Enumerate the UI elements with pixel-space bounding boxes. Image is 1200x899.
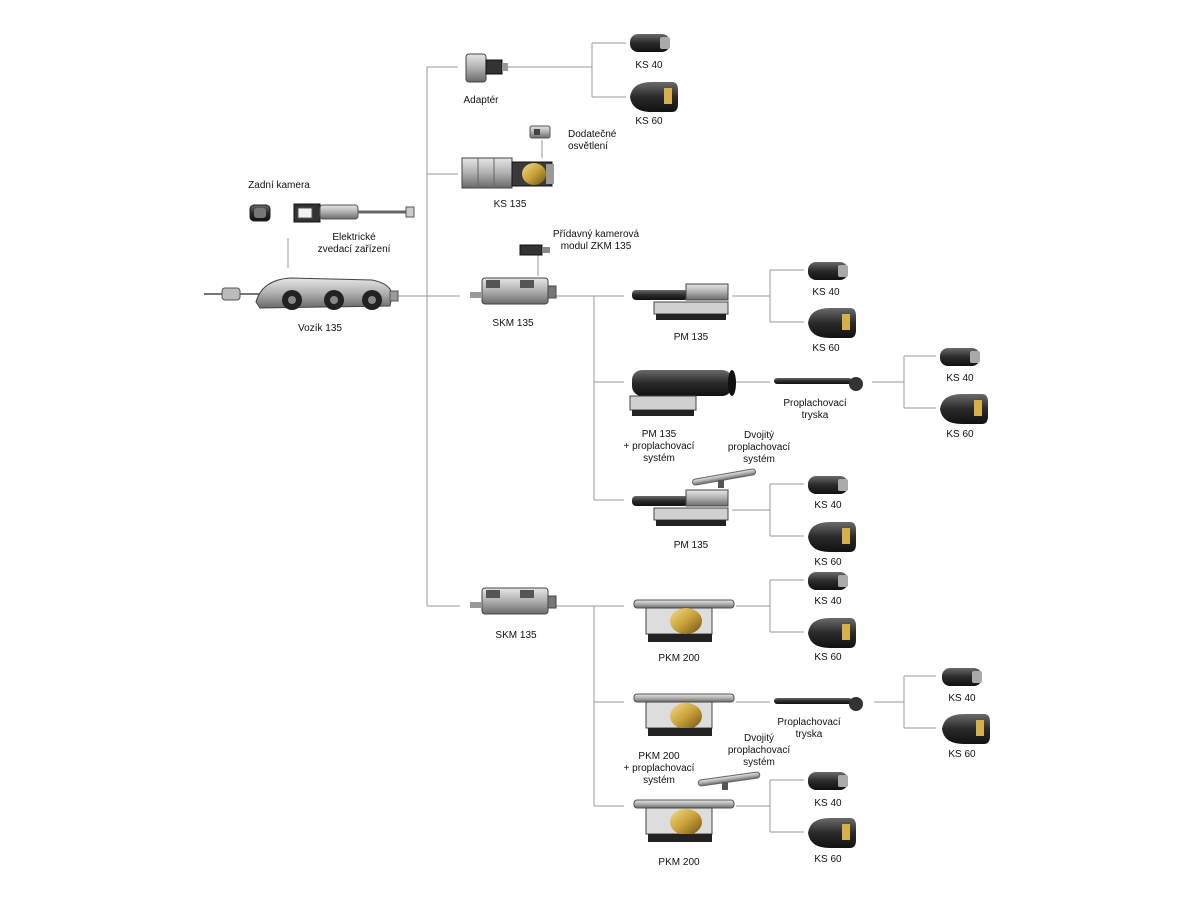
pm135-flushing-icon: [629, 370, 736, 416]
label-pkm3-ks40: KS 40: [814, 798, 842, 809]
pm135-icon-3: [632, 489, 729, 526]
label-pm2-ks60: KS 60: [946, 429, 974, 440]
label-pkm1-ks60: KS 60: [814, 652, 842, 663]
label-pkm200-3: PKM 200: [658, 857, 700, 868]
pkm200-icon-1: [633, 599, 735, 642]
ks60-camera-head-icons: [630, 82, 990, 848]
label-pm3-ks60: KS 60: [814, 557, 842, 568]
label-pkm200-1: PKM 200: [658, 653, 700, 664]
label-pkm3-ks60: KS 60: [814, 854, 842, 865]
ks60-icon-pm1: [808, 308, 856, 338]
adapter-icon: [465, 53, 508, 83]
ks60-icon-adapter: [630, 82, 678, 112]
ks60-icon-pm3: [808, 522, 856, 552]
label-ks135: KS 135: [493, 199, 527, 210]
ks40-camera-head-icons: [630, 34, 982, 790]
label-pm1-ks40: KS 40: [812, 287, 840, 298]
label-aux-camera: Přídavný kamerová modul ZKM 135: [552, 229, 640, 252]
ks40-icon-adapter: [630, 34, 670, 52]
label-pkm200-flushing: PKM 200 + proplachovací systém: [623, 751, 695, 786]
connector-lines: [287, 42, 936, 833]
rear-camera-icon: [249, 204, 271, 222]
label-vozik: Vozík 135: [298, 323, 342, 334]
label-pkm2-ks60: KS 60: [948, 749, 976, 760]
pm135-icon-1: [632, 283, 729, 320]
ks40-icon-pkm1: [808, 572, 848, 590]
lifting-device-icon: [293, 203, 415, 223]
label-nozzle-2: Proplachovací tryska: [777, 717, 841, 740]
label-dual-flushing-2: Dvojitý proplachovací systém: [727, 733, 791, 768]
label-pkm1-ks40: KS 40: [814, 596, 842, 607]
label-extra-lighting: Dodatečné osvětlení: [568, 129, 617, 152]
dual-flushing-system-icon-1: [691, 468, 757, 488]
ks40-icon-pm1: [808, 262, 848, 280]
skm135-icon-2: [470, 587, 557, 615]
ks60-icon-pkm2: [942, 714, 990, 744]
label-nozzle-1: Proplachovací tryska: [783, 398, 847, 421]
ks40-icon-pkm2: [942, 668, 982, 686]
flushing-nozzle-icon-2: [774, 697, 863, 711]
label-pm135-flushing: PM 135 + proplachovací systém: [623, 429, 695, 464]
ks60-icon-pkm3: [808, 818, 856, 848]
skm135-icon-1: [470, 277, 557, 305]
ks60-icon-pm2: [940, 394, 988, 424]
dual-flushing-system-icon-2: [697, 771, 761, 790]
label-skm135-2: SKM 135: [495, 630, 537, 641]
ks40-icon-pkm3: [808, 772, 848, 790]
label-lifting-device: Elektrické zvedací zařízení: [317, 232, 391, 255]
auxiliary-camera-module-icon: [519, 244, 550, 256]
ks40-icon-pm3: [808, 476, 848, 494]
pkm200-flushing-icon: [633, 693, 735, 736]
label-adapter-ks60: KS 60: [635, 116, 663, 127]
flushing-nozzle-icon-1: [774, 377, 863, 391]
label-pm1-ks60: KS 60: [812, 343, 840, 354]
crawler-vozik-icon: [204, 277, 399, 310]
pkm200-icon-3: [633, 799, 735, 842]
label-skm135-1: SKM 135: [492, 318, 534, 329]
ks40-icon-pm2: [940, 348, 980, 366]
ks135-camera-icon: [461, 157, 554, 189]
label-pm2-ks40: KS 40: [946, 373, 974, 384]
label-pkm2-ks40: KS 40: [948, 693, 976, 704]
label-pm135-1: PM 135: [673, 332, 709, 343]
ks60-icon-pkm1: [808, 618, 856, 648]
extra-lighting-icon: [529, 125, 551, 139]
label-adapter: Adaptér: [463, 95, 499, 106]
label-dual-flushing-1: Dvojitý proplachovací systém: [727, 430, 791, 465]
label-pm3-ks40: KS 40: [814, 500, 842, 511]
label-pm135-3: PM 135: [673, 540, 709, 551]
label-rear-camera: Zadní kamera: [248, 180, 310, 191]
label-adapter-ks40: KS 40: [635, 60, 663, 71]
